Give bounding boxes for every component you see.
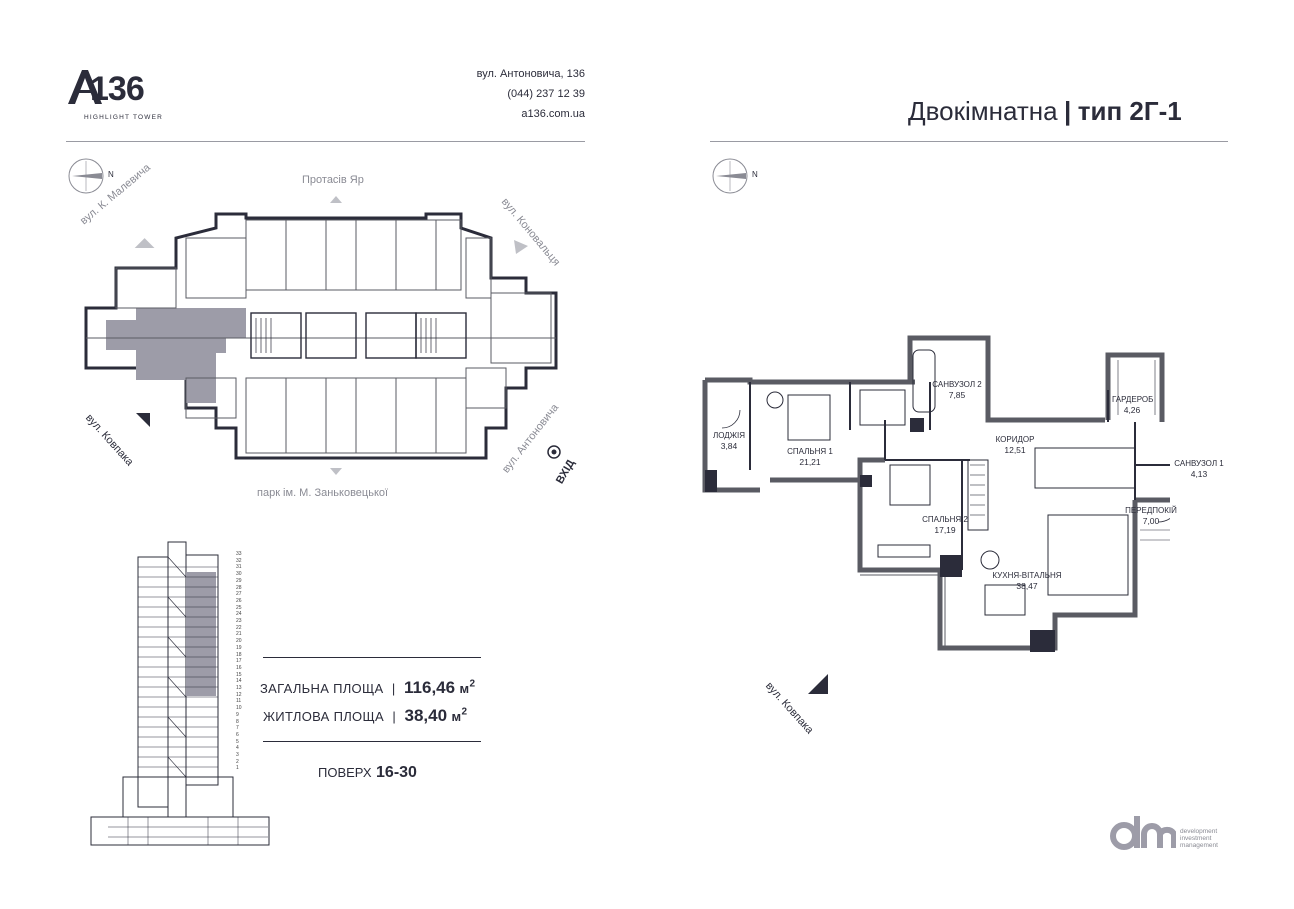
- floor-number: 8: [236, 718, 239, 725]
- floor-number: 30: [236, 571, 242, 578]
- living-area-value: 38,40: [404, 706, 448, 725]
- site-plan: [66, 168, 586, 498]
- divider-right: [710, 141, 1228, 142]
- street-south: парк ім. М. Заньковецької: [257, 487, 389, 499]
- contact-block: вул. Антоновича, 136 (044) 237 12 39 a13…: [385, 64, 585, 124]
- areas-bottom-rule: [263, 741, 481, 742]
- room-wardrobe: ГАРДЕРОБ 4,26: [1112, 395, 1154, 415]
- room-corridor: КОРИДОР 12,51: [995, 435, 1035, 455]
- floor-number: 31: [236, 564, 242, 571]
- heading-type-code: тип 2Г-1: [1077, 96, 1182, 126]
- compass-left: N: [66, 156, 126, 196]
- street-direction-icon: [808, 674, 828, 694]
- areas-top-rule: [263, 657, 481, 658]
- floor-number: 2: [236, 758, 239, 765]
- living-area-label: ЖИТЛОВА ПЛОЩА: [263, 709, 384, 724]
- developer-mark-icon: [1110, 816, 1177, 850]
- floor-number: 29: [236, 577, 242, 584]
- compass-right: N: [710, 156, 770, 196]
- room-bedroom-1: СПАЛЬНЯ 1 21,21: [787, 447, 833, 467]
- floor-number: 3: [236, 752, 239, 758]
- room-hall: ПЕРЕДПОКІЙ 7,00: [1125, 506, 1177, 526]
- floor-number: 9: [236, 711, 239, 718]
- logo-tagline: HIGHLIGHT TOWER: [84, 114, 164, 121]
- floor-number: 7: [236, 725, 239, 732]
- floor-number: 25: [236, 604, 242, 611]
- logo: 136 HIGHLIGHT TOWER: [66, 66, 176, 126]
- floor-number: 28: [236, 584, 242, 591]
- room-kitchen: КУХНЯ-ВІТАЛЬНЯ 38,47: [992, 571, 1062, 591]
- floor-number: 1: [236, 765, 239, 772]
- floor-range-label: ПОВЕРХ: [318, 765, 372, 780]
- living-area-row: ЖИТЛОВА ПЛОЩА | 38,40 м2: [263, 706, 467, 725]
- logo-number: 136: [90, 70, 145, 108]
- floor-number: 14: [236, 678, 242, 685]
- floor-number: 13: [236, 685, 242, 691]
- tower-elevation: [88, 537, 278, 847]
- total-area-row: ЗАГАЛЬНА ПЛОЩА | 116,46 м2: [260, 678, 476, 697]
- floor-range-value: 16-30: [376, 764, 417, 781]
- developer-logo: development investment management: [1110, 812, 1240, 854]
- floor-number: 20: [236, 638, 242, 645]
- developer-line-2: investment: [1180, 835, 1212, 842]
- street-north: Протасів Яр: [302, 174, 364, 186]
- floor-number: 19: [236, 644, 242, 651]
- compass-icon: [68, 158, 104, 194]
- total-area-value: 116,46: [404, 678, 456, 697]
- entrance-icon: [547, 445, 561, 459]
- total-area-label: ЗАГАЛЬНА ПЛОЩА: [260, 681, 384, 696]
- floor-number: 21: [236, 631, 242, 638]
- floor-number: 16: [236, 664, 242, 671]
- room-bedroom-2: СПАЛЬНЯ 2 17,19: [922, 515, 968, 535]
- room-bath-2: САНВУЗОЛ 2 7,85: [932, 380, 982, 400]
- floor-number: 18: [236, 651, 242, 658]
- compass-icon: [712, 158, 748, 194]
- floor-number: 5: [236, 738, 239, 745]
- floor-number: 33: [236, 551, 242, 557]
- floor-number: 23: [236, 618, 242, 624]
- developer-line-1: development: [1180, 828, 1218, 835]
- room-bath-1: САНВУЗОЛ 1 4,13: [1174, 459, 1224, 479]
- contact-phone: (044) 237 12 39: [507, 88, 585, 100]
- floor-number: 22: [236, 624, 242, 631]
- floor-number: 12: [236, 691, 242, 698]
- compass-n-label: N: [108, 170, 114, 179]
- heading-type-name: Двокімнатна: [908, 96, 1058, 126]
- floor-number: 11: [236, 698, 242, 705]
- floor-number: 26: [236, 597, 242, 604]
- floor-number: 10: [236, 705, 242, 712]
- floor-number: 6: [236, 731, 239, 738]
- logo-mark-icon: [68, 70, 102, 104]
- developer-line-3: management: [1180, 842, 1218, 849]
- floor-number: 32: [236, 557, 242, 564]
- floor-number: 15: [236, 671, 242, 678]
- tower-drawing: [90, 541, 270, 846]
- floor-number: 4: [236, 745, 239, 752]
- compass-n-label: N: [752, 170, 758, 179]
- floor-range: ПОВЕРХ 16-30: [318, 764, 417, 782]
- divider-left: [66, 141, 585, 142]
- site-plan-drawing: [84, 196, 561, 475]
- room-loggia: ЛОДЖІЯ 3,84: [712, 431, 746, 451]
- floor-number: 27: [236, 591, 242, 598]
- floor-number: 17: [236, 658, 242, 665]
- floor-number: 24: [236, 611, 242, 618]
- contact-address: вул. Антоновича, 136: [476, 68, 585, 80]
- page-heading: Двокімнатна | тип 2Г-1: [908, 96, 1182, 126]
- contact-site[interactable]: a136.com.ua: [521, 108, 585, 120]
